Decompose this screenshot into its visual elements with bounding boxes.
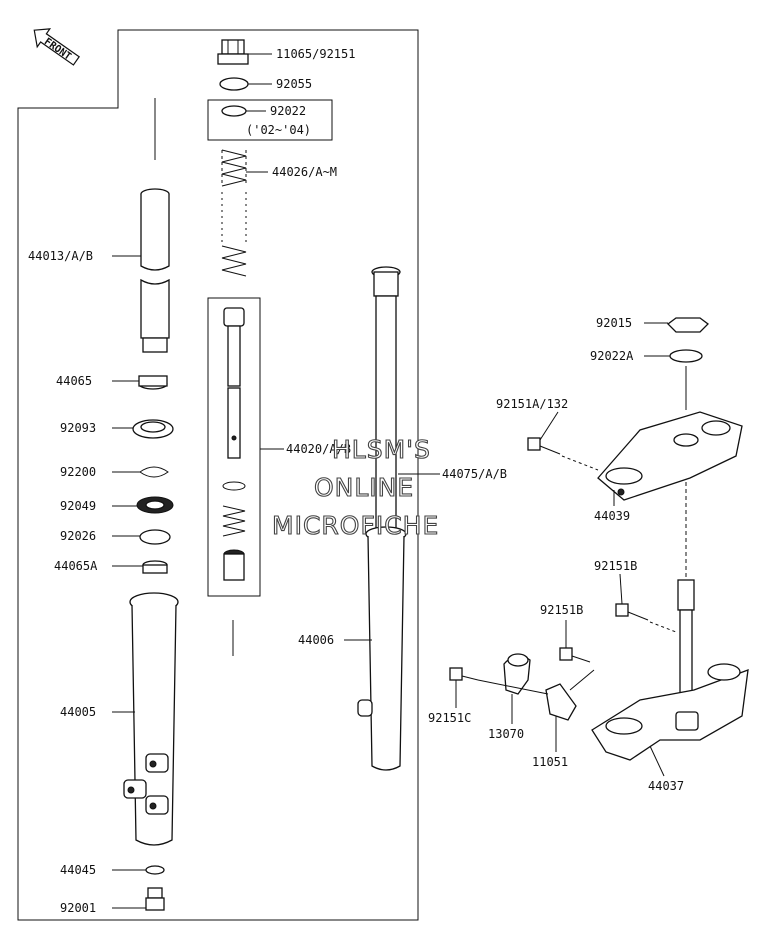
label-washer: 92026 (60, 529, 96, 543)
label-fork-assembly-ab: 44075/A/B (442, 467, 507, 481)
label-hose-clamp: 13070 (488, 727, 524, 741)
bracket-bolt-part (559, 647, 591, 663)
fork-assembly-part (357, 266, 407, 771)
bush-part (138, 375, 168, 390)
label-fork-assembly: 44006 (298, 633, 334, 647)
hose-clamp-part (503, 653, 531, 695)
outer-tube-part (123, 592, 179, 846)
label-stem-washer: 92022A (590, 349, 634, 363)
bracket-plate-part (545, 683, 577, 721)
stem-washer-part (669, 349, 703, 363)
leader-lines (112, 53, 670, 909)
label-fork-spring: 44026/A~M (272, 165, 337, 179)
dust-seal-part (132, 419, 174, 439)
o-ring-part (219, 77, 249, 91)
label-collar: 92022 (270, 104, 306, 118)
rebound-spring-part (222, 505, 246, 537)
washer-part (139, 529, 171, 545)
label-side-bolt: 92151C (428, 711, 471, 725)
label-drain-washer: 44045 (60, 863, 96, 877)
bolt-axis-upper (561, 455, 599, 471)
damper-rod-part (223, 307, 245, 459)
clamp-bolt-lower-part (615, 603, 677, 633)
label-year-range: ('02~'04) (246, 123, 311, 137)
stem-shaft-part (677, 482, 695, 721)
front-arrow-icon: FRONT (33, 28, 80, 66)
label-bush: 44065 (56, 374, 92, 388)
label-oil-seal: 92049 (60, 499, 96, 513)
year-range-box (207, 99, 333, 141)
label-o-ring: 92055 (276, 77, 312, 91)
watermark-line-1: HLSM'S (332, 435, 431, 464)
label-outer-tube: 44005 (60, 705, 96, 719)
label-retaining-ring: 92200 (60, 465, 96, 479)
drain-bolt-part (145, 887, 165, 911)
label-drain-bolt: 92001 (60, 901, 96, 915)
stem-nut-part (667, 317, 709, 333)
clamp-bolt-side-part (449, 667, 479, 681)
label-lower-bolt: 92151B (594, 559, 637, 573)
label-bracket-bolt: 92151B (540, 603, 583, 617)
watermark-line-3: MICROFICHE (272, 511, 439, 540)
watermark: HLSM'S ONLINE MICROFICHE (271, 434, 439, 540)
fork-spring-part (221, 149, 247, 277)
oil-seal-part (136, 496, 174, 514)
lower-bracket-part (591, 663, 749, 761)
collar-ring-part (221, 105, 247, 117)
fork-internals-box (207, 297, 261, 597)
label-inner-tube: 44013/A/B (28, 249, 93, 263)
label-stem-nut: 92015 (596, 316, 632, 330)
label-cap-bolt: 11065/92151 (276, 47, 355, 61)
label-damper-rod: 44020/A/B (286, 442, 351, 456)
label-lower-bracket: 44037 (648, 779, 684, 793)
retaining-ring-part (139, 466, 169, 478)
label-bracket-plate: 11051 (532, 755, 568, 769)
inner-tube-part (140, 188, 170, 353)
bolt-axis-side (477, 669, 595, 695)
cap-bolt-part (217, 39, 249, 65)
upper-bracket-part (597, 411, 743, 501)
piece-part (223, 549, 245, 581)
front-arrow-label: FRONT (42, 36, 73, 62)
fork-group-frame (17, 29, 419, 921)
guide-bush-part (142, 560, 168, 574)
label-dust-seal: 92093 (60, 421, 96, 435)
clamp-bolt-upper-part (527, 437, 561, 455)
circlip-part (222, 481, 246, 491)
label-upper-bracket: 44039 (594, 509, 630, 523)
label-guide-bush: 44065A (54, 559, 98, 573)
watermark-line-2: ONLINE (314, 473, 414, 502)
label-upper-bolt: 92151A/132 (496, 397, 568, 411)
drain-washer-part (145, 865, 165, 875)
